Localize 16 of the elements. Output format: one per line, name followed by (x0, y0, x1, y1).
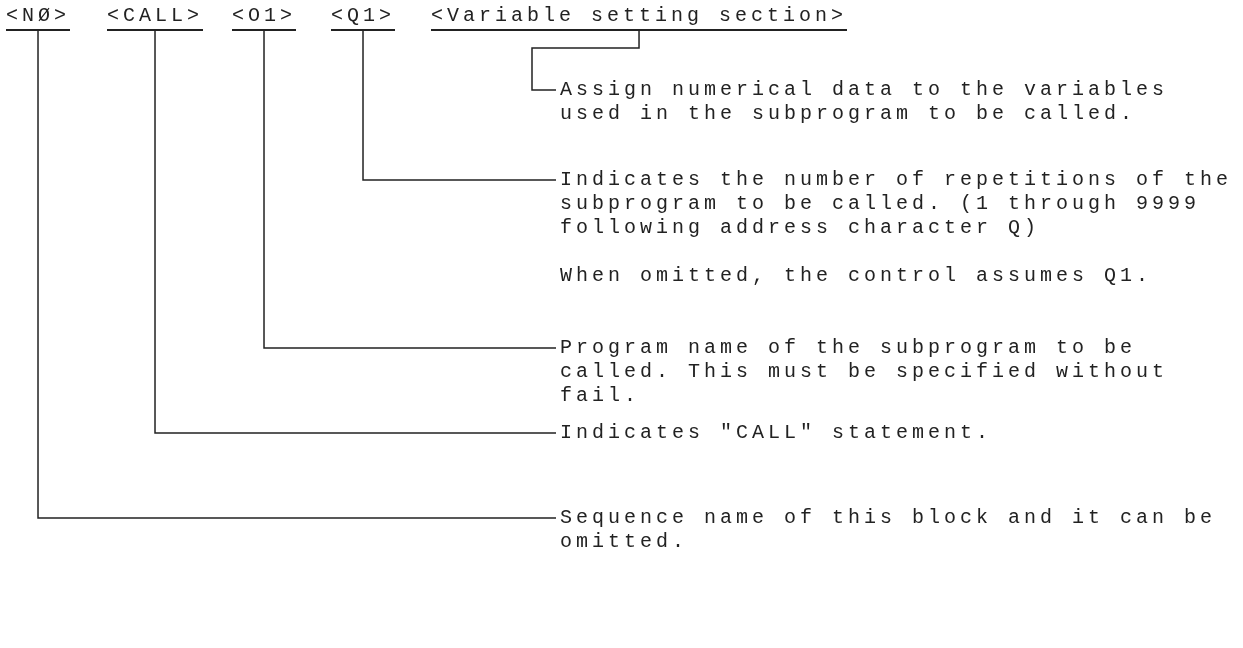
code-label: <Q1> (331, 4, 395, 31)
code-label: <CALL> (107, 4, 203, 31)
description-text: When omitted, the control assumes Q1. (560, 264, 1154, 288)
description-text: Indicates the number of repetitions of the subprogram to be called. (1 through 9999 following address character Q) (560, 168, 1234, 240)
leader-line (263, 30, 557, 349)
description-text: Assign numerical data to the variables used in the subprogram to be called. (560, 78, 1240, 126)
description-text: Sequence name of this block and it can be omitted. (560, 506, 1240, 554)
leader-line (154, 30, 557, 434)
leader-line (37, 30, 557, 519)
code-label: <NØ> (6, 4, 70, 31)
code-label: <Variable setting section> (431, 4, 848, 31)
description-text: Program name of the subprogram to be called. This must be specified without fail. (560, 336, 1240, 408)
leader-line (362, 30, 557, 181)
leader-line (531, 30, 640, 91)
code-label: <O1> (232, 4, 296, 31)
description-text: Indicates "CALL" statement. (560, 421, 1240, 445)
